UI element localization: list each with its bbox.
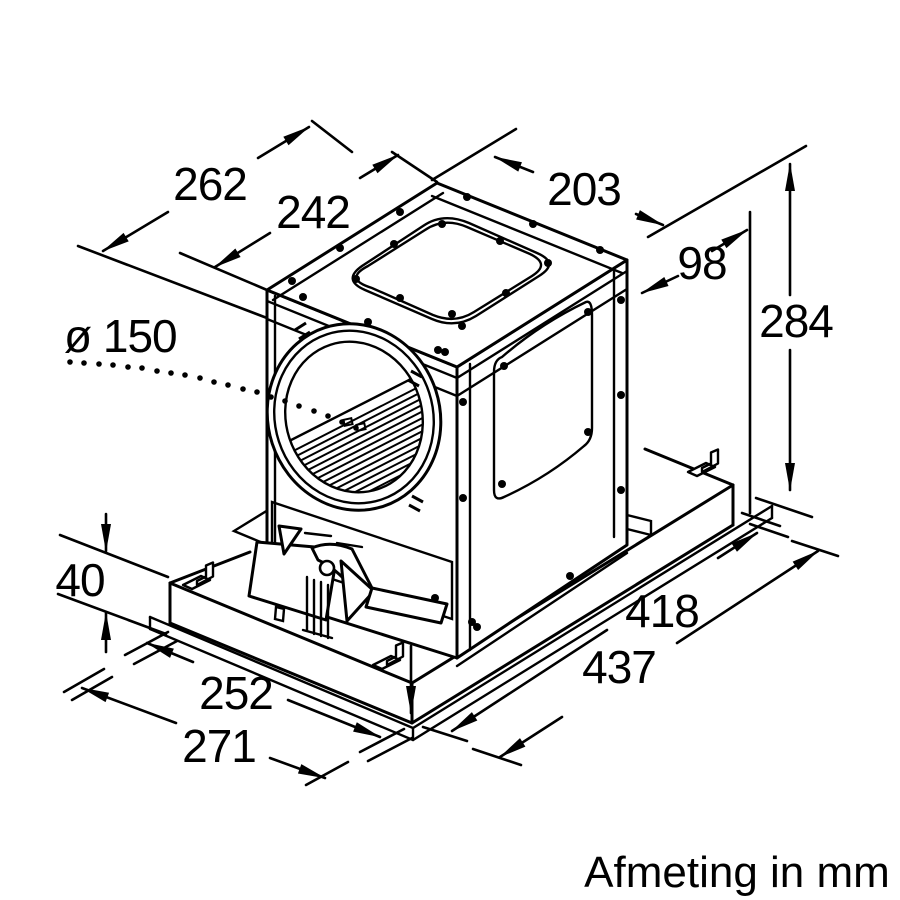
dim-437-label: 437 (582, 641, 656, 693)
latch-assembly (247, 524, 449, 640)
dim-262: 262 (101, 125, 311, 253)
dim-242-label: 242 (276, 186, 350, 238)
dimension-annotations: 262 242 203 98 284 ø 150 (55, 119, 840, 787)
dim-98-label: 98 (677, 237, 726, 289)
dim-40: 40 (55, 512, 111, 654)
latch-spring (277, 524, 303, 556)
side-panel-details (455, 266, 653, 668)
latch-plate (247, 540, 340, 622)
leader-dots (67, 359, 359, 431)
clip-left (181, 561, 215, 591)
latch-arm (339, 559, 376, 623)
dim-252-label: 252 (199, 667, 273, 719)
clip-right-back (686, 448, 720, 478)
dim-262-label: 262 (173, 158, 247, 210)
dim-271-label: 271 (182, 720, 256, 772)
dim-242: 242 (213, 153, 400, 269)
ceiling-frame (148, 504, 774, 742)
ring-clips (294, 321, 424, 513)
latch-rail (364, 586, 449, 625)
dim-418-label: 418 (625, 585, 699, 637)
extension-lines (56, 119, 840, 787)
dim-diameter-label: ø 150 (64, 310, 177, 362)
latch-slats (301, 575, 334, 640)
top-opening (351, 217, 552, 325)
dim-271: 271 (80, 686, 327, 780)
dim-252: 252 (145, 641, 382, 739)
dim-40-label: 40 (55, 554, 104, 606)
side-opening (492, 300, 594, 500)
latch-wires (303, 531, 364, 549)
dim-diameter: ø 150 (64, 310, 359, 431)
dim-284: 284 (759, 162, 834, 492)
dim-284-label: 284 (759, 295, 833, 347)
dim-98: 98 (640, 228, 749, 295)
dim-203-label: 203 (547, 163, 621, 215)
clip-front (371, 641, 405, 671)
dim-418: 418 (450, 531, 759, 733)
top-panel-holes (288, 193, 604, 356)
dim-437: 437 (498, 549, 820, 759)
latch-pivot-hole (318, 559, 336, 577)
latch-foot (273, 605, 286, 623)
units-note: Afmeting in mm (584, 848, 890, 897)
dim-203: 203 (493, 155, 665, 227)
